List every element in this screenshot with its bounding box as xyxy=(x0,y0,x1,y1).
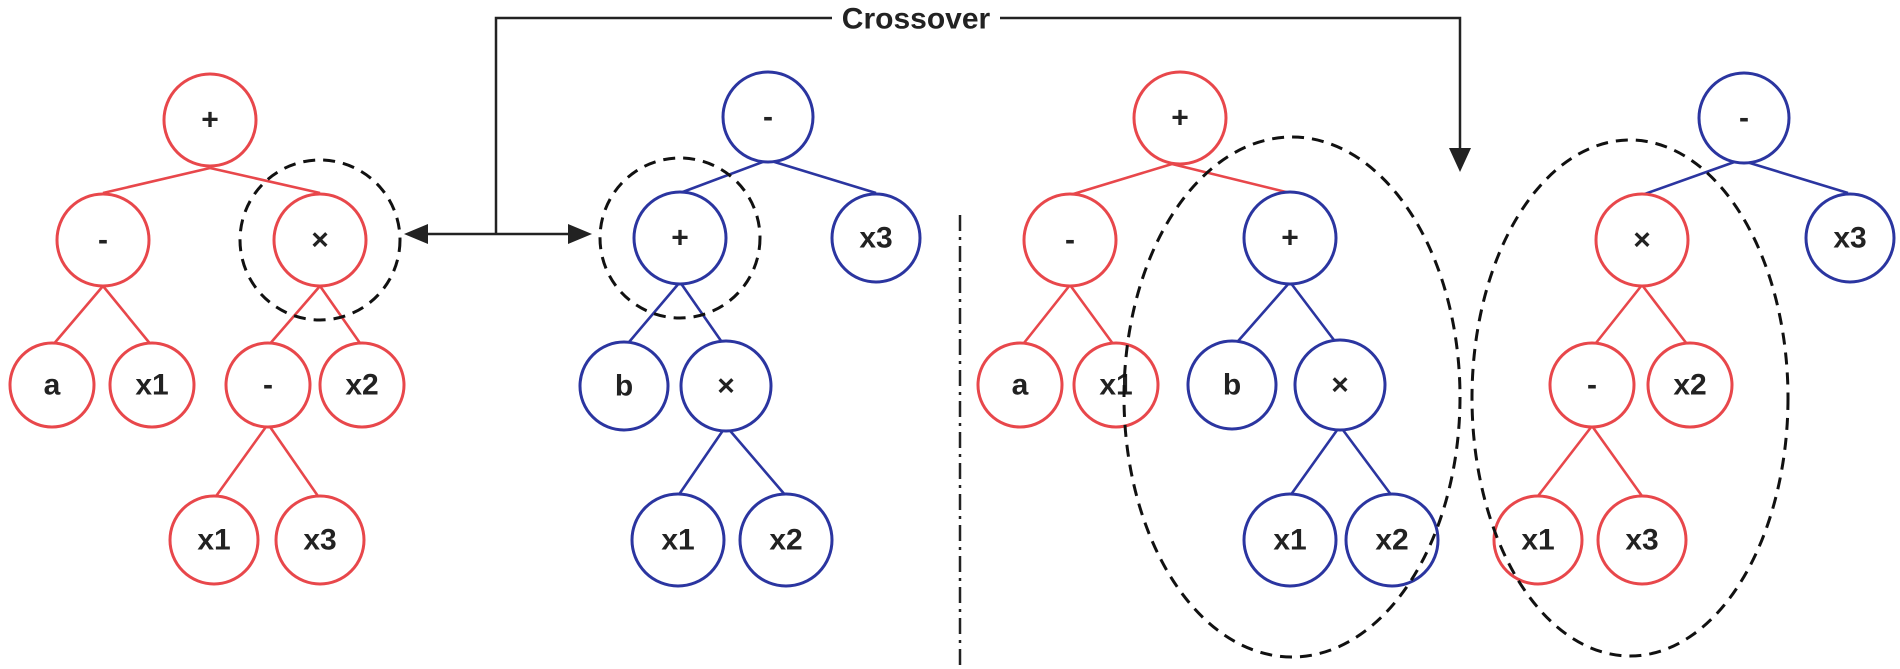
tree-node: x1 xyxy=(108,341,196,429)
tree-node: x2 xyxy=(738,492,834,588)
svg-text:b: b xyxy=(615,370,633,403)
selected-subtree-a-marker xyxy=(238,158,402,322)
svg-text:+: + xyxy=(671,222,689,255)
tree-node: x3 xyxy=(830,192,922,284)
svg-text:x1: x1 xyxy=(1521,524,1554,557)
crossover-connector: Crossover xyxy=(404,2,1471,244)
tree-node: x2 xyxy=(1646,341,1734,429)
swap-arrow-right-head xyxy=(568,224,592,244)
parent-tree-a: + - × a x1 - x2 x1 x3 xyxy=(8,72,406,586)
tree-node: x1 xyxy=(1242,492,1338,588)
tree-node: x1 xyxy=(630,492,726,588)
svg-text:-: - xyxy=(1065,224,1075,257)
svg-text:-: - xyxy=(763,101,773,134)
svg-text:a: a xyxy=(1012,369,1029,402)
svg-text:x2: x2 xyxy=(345,369,378,402)
tree-node: x1 xyxy=(168,494,260,586)
tree-node: - xyxy=(224,341,312,429)
tree-node: × xyxy=(1293,338,1387,432)
selected-subtree-b-marker xyxy=(598,156,762,320)
tree-node: x1 xyxy=(1492,494,1584,586)
svg-text:-: - xyxy=(1739,102,1749,135)
svg-text:×: × xyxy=(1633,224,1651,257)
svg-text:x3: x3 xyxy=(1833,222,1866,255)
tree-node: x1 xyxy=(1072,341,1160,429)
svg-text:×: × xyxy=(311,224,329,257)
svg-text:×: × xyxy=(717,370,735,403)
svg-text:b: b xyxy=(1223,369,1241,402)
svg-text:x1: x1 xyxy=(1273,524,1306,557)
tree-node: x3 xyxy=(1596,494,1688,586)
tree-node: a xyxy=(976,341,1064,429)
inserted-subtree-b-marker xyxy=(1470,138,1790,658)
inserted-subtree-a-marker xyxy=(1122,135,1462,659)
tree-node: + xyxy=(1242,190,1338,286)
tree-node: b xyxy=(578,340,670,432)
svg-text:x1: x1 xyxy=(1099,369,1132,402)
tree-node: - xyxy=(721,70,815,164)
parent-tree-b: - + x3 b × x1 x2 xyxy=(578,70,922,588)
tree-node: - xyxy=(1697,71,1791,165)
svg-text:x2: x2 xyxy=(769,524,802,557)
offspring-tree-b: - × x3 - x2 x1 x3 xyxy=(1492,71,1896,586)
offspring-tree-a: + - + a x1 b × x1 x2 xyxy=(976,70,1440,588)
svg-text:-: - xyxy=(263,369,273,402)
tree-node: x2 xyxy=(318,341,406,429)
tree-node: + xyxy=(632,190,728,286)
tree-node: - xyxy=(1548,341,1636,429)
tree-node: × xyxy=(272,192,368,288)
svg-text:×: × xyxy=(1331,369,1349,402)
tree-node: - xyxy=(1022,192,1118,288)
tree-node: + xyxy=(1132,70,1228,166)
svg-text:x3: x3 xyxy=(1625,524,1658,557)
svg-text:+: + xyxy=(1171,102,1189,135)
crossover-label: Crossover xyxy=(842,3,991,36)
svg-text:x1: x1 xyxy=(135,369,168,402)
tree-node: b xyxy=(1186,339,1278,431)
tree-node: - xyxy=(55,192,151,288)
swap-arrow-left-head xyxy=(404,224,428,244)
svg-text:x3: x3 xyxy=(303,524,336,557)
svg-text:x1: x1 xyxy=(197,524,230,557)
svg-text:+: + xyxy=(201,104,219,137)
svg-text:x1: x1 xyxy=(661,524,694,557)
tree-node: x3 xyxy=(1804,192,1896,284)
tree-node: × xyxy=(1594,192,1690,288)
tree-node: x3 xyxy=(274,494,366,586)
tree-node: × xyxy=(679,339,773,433)
svg-text:x3: x3 xyxy=(859,222,892,255)
svg-text:-: - xyxy=(98,224,108,257)
svg-text:a: a xyxy=(44,369,61,402)
svg-text:x2: x2 xyxy=(1375,524,1408,557)
svg-text:+: + xyxy=(1281,222,1299,255)
tree-node: + xyxy=(162,72,258,168)
crossover-arrowhead xyxy=(1449,148,1471,172)
tree-node: x2 xyxy=(1344,492,1440,588)
tree-node: a xyxy=(8,341,96,429)
svg-text:x2: x2 xyxy=(1673,369,1706,402)
svg-text:-: - xyxy=(1587,369,1597,402)
